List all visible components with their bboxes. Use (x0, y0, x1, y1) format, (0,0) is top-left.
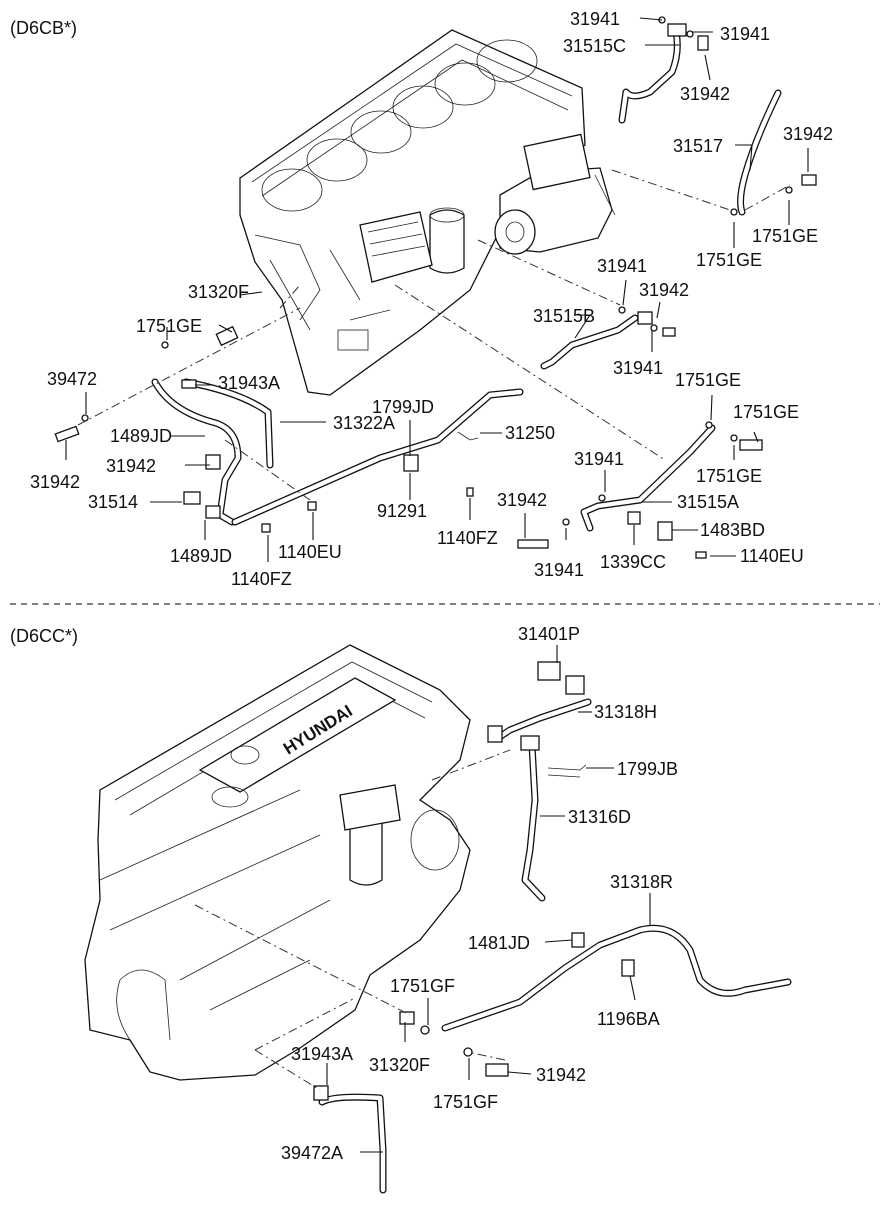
callout-31514: 31514 (88, 492, 138, 512)
callout-31941-b: 31941 (720, 24, 770, 44)
callout-31941-c: 31941 (597, 256, 647, 276)
callout-31942-d: 1751GE (733, 402, 799, 422)
callout-1481jd: 1481JD (468, 933, 530, 953)
callout-31316d: 31316D (568, 807, 631, 827)
pipe-31515a (580, 424, 716, 532)
pipe-31517 (737, 89, 782, 216)
callout-31942-a: 31942 (680, 84, 730, 104)
callout-31942-f: 31942 (497, 490, 547, 510)
pipe-31316d (521, 741, 546, 902)
pipe-31322a (231, 388, 524, 526)
callout-1751ge-c: 1751GE (136, 316, 202, 336)
callout-31320f: 31320F (369, 1055, 430, 1075)
fittings-d6cc (313, 661, 635, 1101)
callout-31941-d: 31941 (613, 358, 663, 378)
callout-1751ge-e: 39472 (47, 369, 97, 389)
oil-filter-d6cb (359, 207, 465, 283)
callout-39472: 31322A (333, 413, 395, 433)
callout-31515c: 31515C (563, 36, 626, 56)
callout-1339cc: 1339CC (600, 552, 666, 572)
pipe-31318r (441, 924, 792, 1032)
leader-lines-d6cc (326, 645, 651, 1153)
callout-1483bd: 1483BD (700, 520, 765, 540)
callout-39472a: 39472A (281, 1143, 343, 1163)
callout-1799jd: 31250 (505, 423, 555, 443)
callout-31320f: 31320F (188, 282, 249, 302)
guide-lines-d6cb (77, 169, 791, 501)
callout-31250: 1489JD (110, 426, 172, 446)
callout-1751ge-d: 1751GE (675, 370, 741, 390)
air-compressor-d6cb (494, 133, 616, 255)
callout-31322a: 1799JD (372, 397, 434, 417)
callout-31515a: 31515A (677, 492, 739, 512)
callout-31318h: 31318H (594, 702, 657, 722)
section-title-d6cb: (D6CB*) (10, 18, 77, 38)
callout-1489jd-b: 1489JD (170, 546, 232, 566)
callout-1751ge-b: 1751GE (696, 250, 762, 270)
callout-1140fz-a: 1140FZ (437, 528, 498, 548)
pipe-39472 (182, 378, 274, 469)
callouts-d6cb: 31941 31941 31515C 31942 31517 31942 175… (30, 9, 833, 589)
callout-31942-b: 31942 (783, 124, 833, 144)
engine-block-d6cc: HYUNDAI (84, 644, 471, 1081)
callout-31401p: 31401P (518, 624, 580, 644)
callout-31942-e: 31942 (30, 472, 80, 492)
callouts-d6cc: 31401P 31318H 1799JB 31316D 31318R 1481J… (281, 624, 678, 1163)
leader-lines-d6cb (65, 17, 809, 562)
callout-1751ge-f: 1751GE (696, 466, 762, 486)
callout-31941-e: 31941 (574, 449, 624, 469)
pipe-31318h (494, 698, 592, 742)
callout-31517: 31517 (673, 136, 723, 156)
callout-1751ge-a: 1751GE (752, 226, 818, 246)
engine-block-d6cb (239, 29, 586, 396)
callout-1140eu-b: 1140EU (740, 546, 804, 566)
callout-1799jb: 1799JB (617, 759, 678, 779)
guide-lines-d6cc (194, 749, 511, 1091)
callout-31943a: 31943A (291, 1044, 353, 1064)
callout-1751gf-a: 1751GF (390, 976, 455, 996)
callout-91291: 91291 (377, 501, 427, 521)
callout-31515b: 31515B (533, 306, 595, 326)
callout-1140eu-a: 1140EU (278, 542, 342, 562)
callout-1489jd-a: 31942 (106, 456, 156, 476)
callout-1196ba: 1196BA (597, 1009, 660, 1029)
callout-31942: 31942 (536, 1065, 586, 1085)
callout-31941-f: 31941 (534, 560, 584, 580)
section-title-d6cc: (D6CC*) (10, 626, 78, 646)
pipe-31250 (151, 378, 242, 526)
callout-1751gf-b: 1751GF (433, 1092, 498, 1112)
callout-31942-c: 31942 (639, 280, 689, 300)
callout-31318r: 31318R (610, 872, 673, 892)
callout-1140fz-b: 1140FZ (231, 569, 292, 589)
callout-31941-a: 31941 (570, 9, 620, 29)
pipe-31515b (540, 314, 639, 370)
callout-31943a: 31943A (218, 373, 280, 393)
